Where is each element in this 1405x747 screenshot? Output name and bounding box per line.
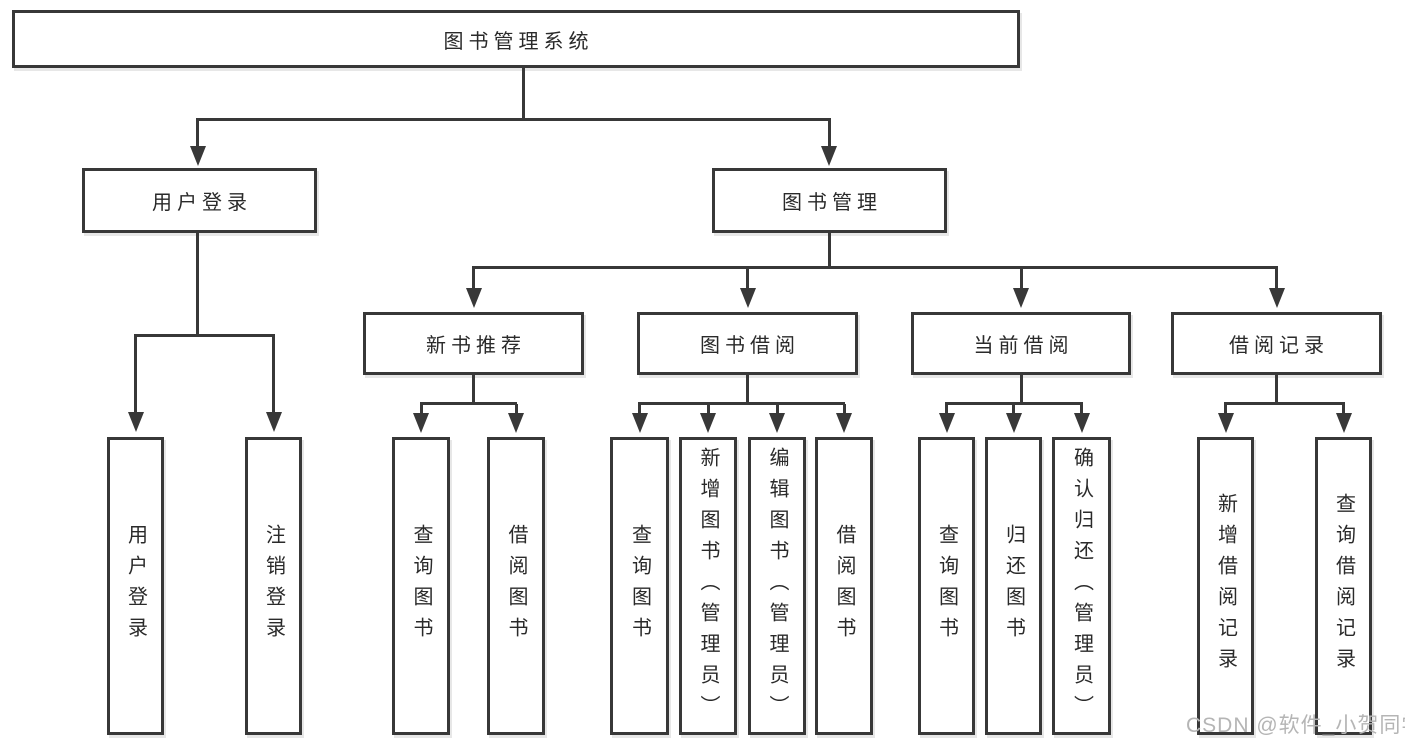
arrow-down-icon bbox=[938, 413, 955, 433]
connector-line bbox=[1224, 402, 1345, 405]
node-label: 图书管理系统 bbox=[443, 30, 594, 53]
arrow-down-icon bbox=[508, 413, 524, 433]
connector-line bbox=[472, 268, 475, 290]
connector-line bbox=[945, 404, 948, 416]
node-current-borrow: 当前借阅 bbox=[911, 312, 1131, 375]
node-borrow-records: 借阅记录 bbox=[1171, 312, 1382, 375]
connector-line bbox=[827, 120, 831, 148]
node-label: 借阅记录 bbox=[1229, 335, 1329, 357]
connector-line bbox=[706, 404, 710, 416]
leaf-label: 借阅图书 bbox=[505, 524, 527, 648]
connector-line bbox=[196, 120, 199, 148]
connector-line bbox=[521, 68, 525, 120]
leaf-query-books-borrow: 查询图书 bbox=[610, 437, 669, 735]
connector-line bbox=[1019, 268, 1023, 290]
leaf-user-login: 用户登录 bbox=[107, 437, 164, 735]
connector-line bbox=[196, 118, 831, 121]
leaf-label: 查询借阅记录 bbox=[1332, 493, 1355, 679]
node-user-login: 用户登录 bbox=[82, 168, 317, 233]
node-new-book-recommend: 新书推荐 bbox=[363, 312, 584, 375]
arrow-down-icon bbox=[821, 146, 837, 166]
connector-line bbox=[514, 404, 518, 416]
node-label: 新书推荐 bbox=[426, 335, 526, 357]
connector-line bbox=[1012, 404, 1015, 416]
arrow-down-icon bbox=[1073, 413, 1090, 433]
leaf-add-borrow-record: 新增借阅记录 bbox=[1197, 437, 1254, 735]
leaf-label: 新增图书（管理员） bbox=[697, 446, 719, 726]
node-label: 用户登录 bbox=[152, 192, 252, 214]
connector-line bbox=[196, 233, 199, 336]
connector-line bbox=[638, 404, 641, 416]
arrow-down-icon bbox=[739, 288, 756, 308]
connector-line bbox=[134, 336, 137, 414]
connector-line bbox=[419, 404, 423, 416]
leaf-label: 确认归还（管理员） bbox=[1070, 446, 1093, 726]
leaf-label: 注销登录 bbox=[262, 524, 285, 648]
connector-line bbox=[1224, 404, 1227, 416]
leaf-borrow-books-recommend: 借阅图书 bbox=[487, 437, 545, 735]
leaf-label: 借阅图书 bbox=[833, 524, 855, 648]
arrow-down-icon bbox=[1013, 288, 1029, 308]
connector-line bbox=[638, 402, 845, 405]
leaf-confirm-return-admin: 确认归还（管理员） bbox=[1052, 437, 1111, 735]
leaf-query-books-current: 查询图书 bbox=[918, 437, 975, 735]
leaf-query-books-recommend: 查询图书 bbox=[392, 437, 450, 735]
connector-line bbox=[1342, 404, 1345, 416]
leaf-add-books-admin: 新增图书（管理员） bbox=[679, 437, 737, 735]
leaf-return-books: 归还图书 bbox=[985, 437, 1042, 735]
node-root: 图书管理系统 bbox=[12, 10, 1020, 68]
connector-line bbox=[472, 375, 475, 404]
arrow-down-icon bbox=[465, 288, 482, 308]
leaf-label: 查询图书 bbox=[935, 524, 958, 648]
arrow-down-icon bbox=[1335, 413, 1352, 433]
leaf-label: 编辑图书（管理员） bbox=[766, 446, 788, 726]
connector-line bbox=[1080, 404, 1083, 416]
node-book-borrow: 图书借阅 bbox=[637, 312, 858, 375]
arrow-down-icon bbox=[1268, 288, 1285, 308]
arrow-down-icon bbox=[700, 413, 716, 433]
connector-line bbox=[842, 404, 846, 416]
leaf-label: 新增借阅记录 bbox=[1214, 493, 1237, 679]
connector-line bbox=[134, 334, 275, 337]
arrow-down-icon bbox=[1005, 413, 1022, 433]
leaf-logout: 注销登录 bbox=[245, 437, 302, 735]
connector-line bbox=[1019, 375, 1023, 404]
connector-line bbox=[1275, 268, 1278, 290]
arrow-down-icon bbox=[631, 413, 648, 433]
leaf-query-borrow-record: 查询借阅记录 bbox=[1315, 437, 1372, 735]
connector-line bbox=[1275, 375, 1278, 404]
connector-line bbox=[746, 375, 749, 404]
leaf-label: 查询图书 bbox=[410, 524, 432, 648]
arrow-down-icon bbox=[836, 413, 852, 433]
arrow-down-icon bbox=[127, 412, 144, 432]
connector-line bbox=[420, 402, 517, 405]
watermark: CSDN @软件_小贺同学 bbox=[1186, 714, 1405, 737]
arrow-down-icon bbox=[1217, 413, 1234, 433]
node-label: 当前借阅 bbox=[973, 335, 1074, 357]
connector-line bbox=[775, 404, 779, 416]
leaf-borrow-books: 借阅图书 bbox=[815, 437, 873, 735]
connector-line bbox=[746, 268, 749, 290]
arrow-down-icon bbox=[769, 413, 785, 433]
leaf-edit-books-admin: 编辑图书（管理员） bbox=[748, 437, 806, 735]
leaf-label: 归还图书 bbox=[1002, 524, 1025, 648]
leaf-label: 查询图书 bbox=[628, 524, 651, 648]
node-label: 图书管理 bbox=[782, 192, 882, 214]
arrow-down-icon bbox=[265, 412, 282, 432]
leaf-label: 用户登录 bbox=[124, 524, 147, 648]
node-book-management: 图书管理 bbox=[712, 168, 947, 233]
arrow-down-icon bbox=[413, 413, 429, 433]
connector-line bbox=[827, 233, 831, 268]
node-label: 图书借阅 bbox=[700, 335, 800, 357]
connector-line bbox=[472, 266, 1278, 269]
connector-line bbox=[272, 336, 275, 414]
arrow-down-icon bbox=[189, 146, 206, 166]
connector-line bbox=[945, 402, 1083, 405]
